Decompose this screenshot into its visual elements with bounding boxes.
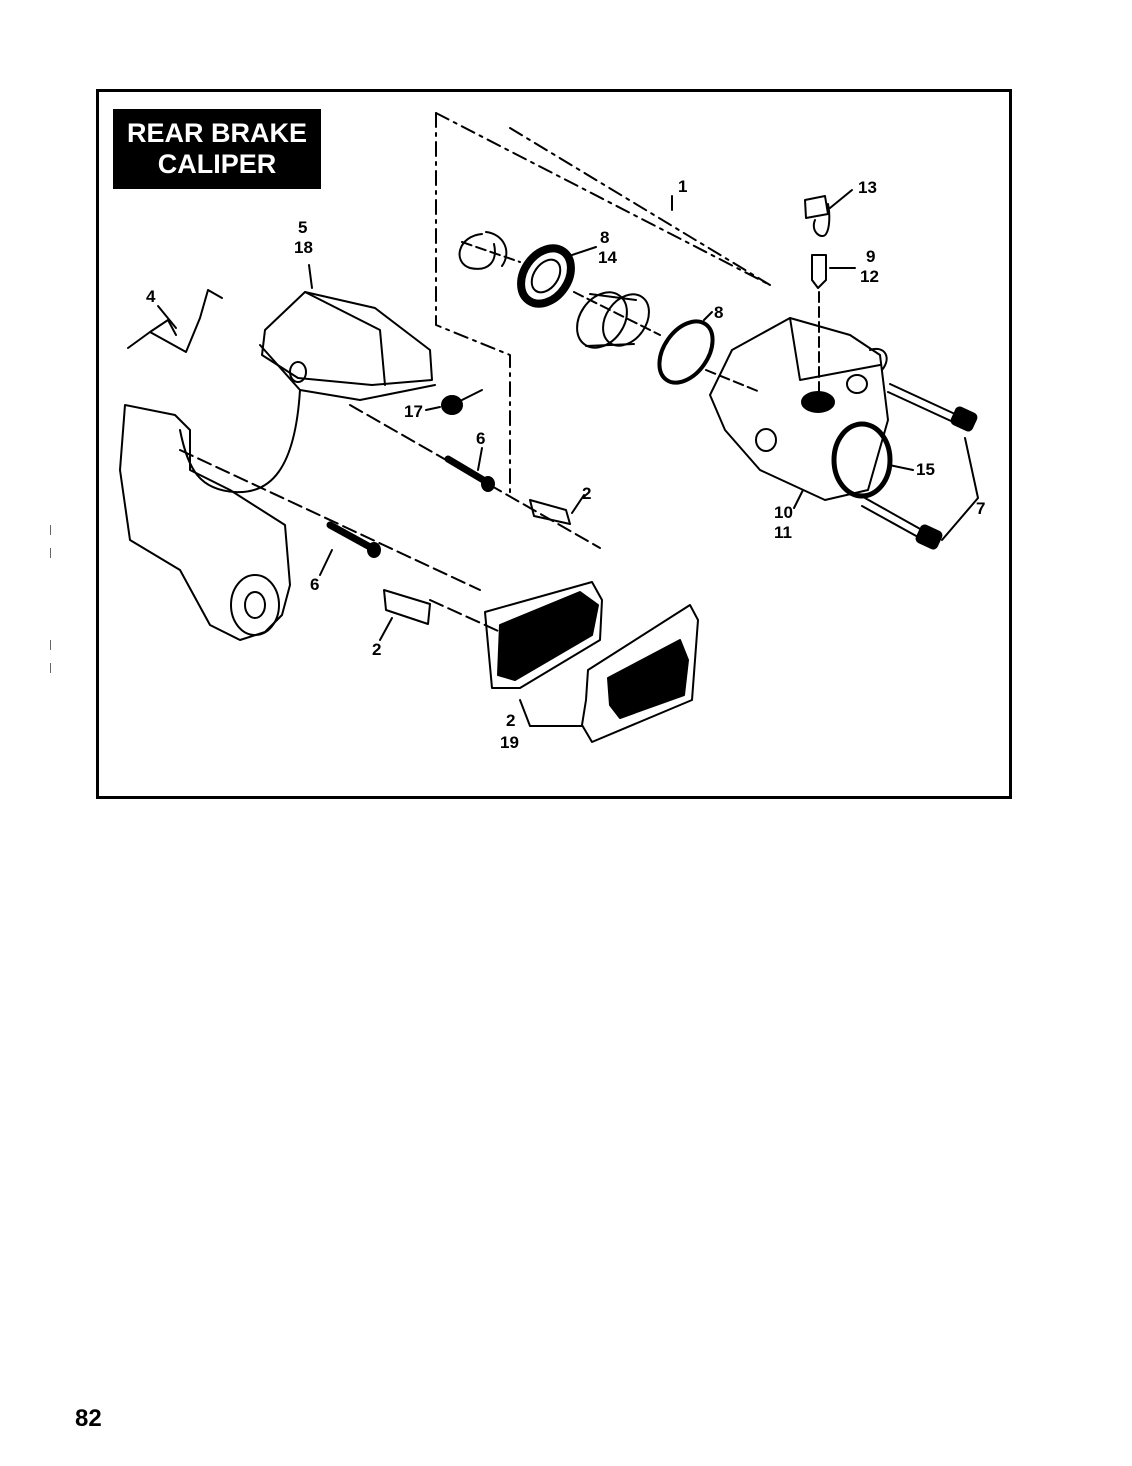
scan-edge-mark [50, 663, 51, 673]
caliper-bracket [259, 291, 436, 401]
piston [576, 291, 650, 349]
piston-kit-bracket [435, 112, 771, 496]
leader-line [703, 311, 713, 321]
callout-8-upper: 8 [600, 228, 609, 247]
centerline [349, 404, 601, 549]
leader-line [565, 246, 597, 258]
callout-15: 15 [916, 460, 935, 479]
pad-clip-lower [383, 589, 431, 625]
leader-line [319, 549, 333, 576]
brake-pad-inner [484, 581, 603, 689]
callout-14: 14 [598, 248, 617, 267]
figure-title-line-1: REAR BRAKE [126, 118, 307, 148]
scan-edge-mark [50, 548, 51, 558]
retaining-ring-gap [485, 231, 508, 267]
callout-11: 11 [774, 523, 792, 542]
figure-frame [96, 89, 1012, 799]
mounting-pin-upper [887, 383, 978, 432]
callout-19: 19 [500, 733, 519, 752]
callout-8-lower: 8 [714, 303, 723, 322]
figure-title-line-2: CALIPER [157, 149, 277, 179]
callout-7: 7 [976, 499, 985, 518]
leader-line [379, 617, 393, 641]
leader-line [308, 264, 313, 289]
callout-2-upper: 2 [582, 484, 591, 503]
pad-clip-upper [529, 499, 571, 525]
brake-pad-outer [581, 604, 699, 743]
callout-13: 13 [858, 178, 877, 197]
leader-line [519, 699, 583, 727]
boot-seal [517, 244, 575, 308]
page-number: 82 [75, 1405, 102, 1432]
leader-line [157, 305, 177, 329]
callout-2-lower: 2 [372, 640, 381, 659]
leader-line [888, 464, 914, 471]
figure-title: REAR BRAKE CALIPER [113, 109, 321, 189]
bleeder-cap [804, 195, 831, 238]
leader-line [829, 189, 853, 209]
scan-edge-mark [50, 525, 51, 535]
retaining-ring [458, 233, 496, 270]
callout-12: 12 [860, 267, 879, 286]
retaining-pin [441, 389, 483, 415]
centerline [705, 369, 761, 393]
callout-4: 4 [146, 287, 156, 306]
mounting-bolt-lower [326, 521, 381, 558]
callout-10: 10 [774, 503, 793, 522]
callout-17: 17 [404, 402, 423, 421]
callout-9: 9 [866, 247, 875, 266]
leader-line [571, 494, 585, 514]
leader-line [793, 489, 804, 509]
callout-2-pads: 2 [506, 711, 515, 730]
o-ring [657, 319, 715, 385]
callout-1: 1 [678, 177, 687, 196]
scan-edge-mark [50, 640, 51, 650]
caliper-housing [709, 317, 893, 501]
leader-line [477, 447, 483, 471]
mounting-pin-lower [861, 497, 943, 550]
leader-line [425, 406, 441, 411]
centerline [573, 291, 661, 336]
callout-6-lower: 6 [310, 575, 319, 594]
bleeder-valve [811, 254, 827, 289]
centerline [429, 599, 541, 651]
swing-arm-mount [119, 389, 481, 641]
centerline [461, 241, 521, 263]
anti-rattle-spring [127, 289, 223, 353]
callout-18: 18 [294, 238, 313, 257]
callout-5: 5 [298, 218, 307, 237]
leader-line [941, 437, 979, 541]
callout-6-upper: 6 [476, 429, 485, 448]
